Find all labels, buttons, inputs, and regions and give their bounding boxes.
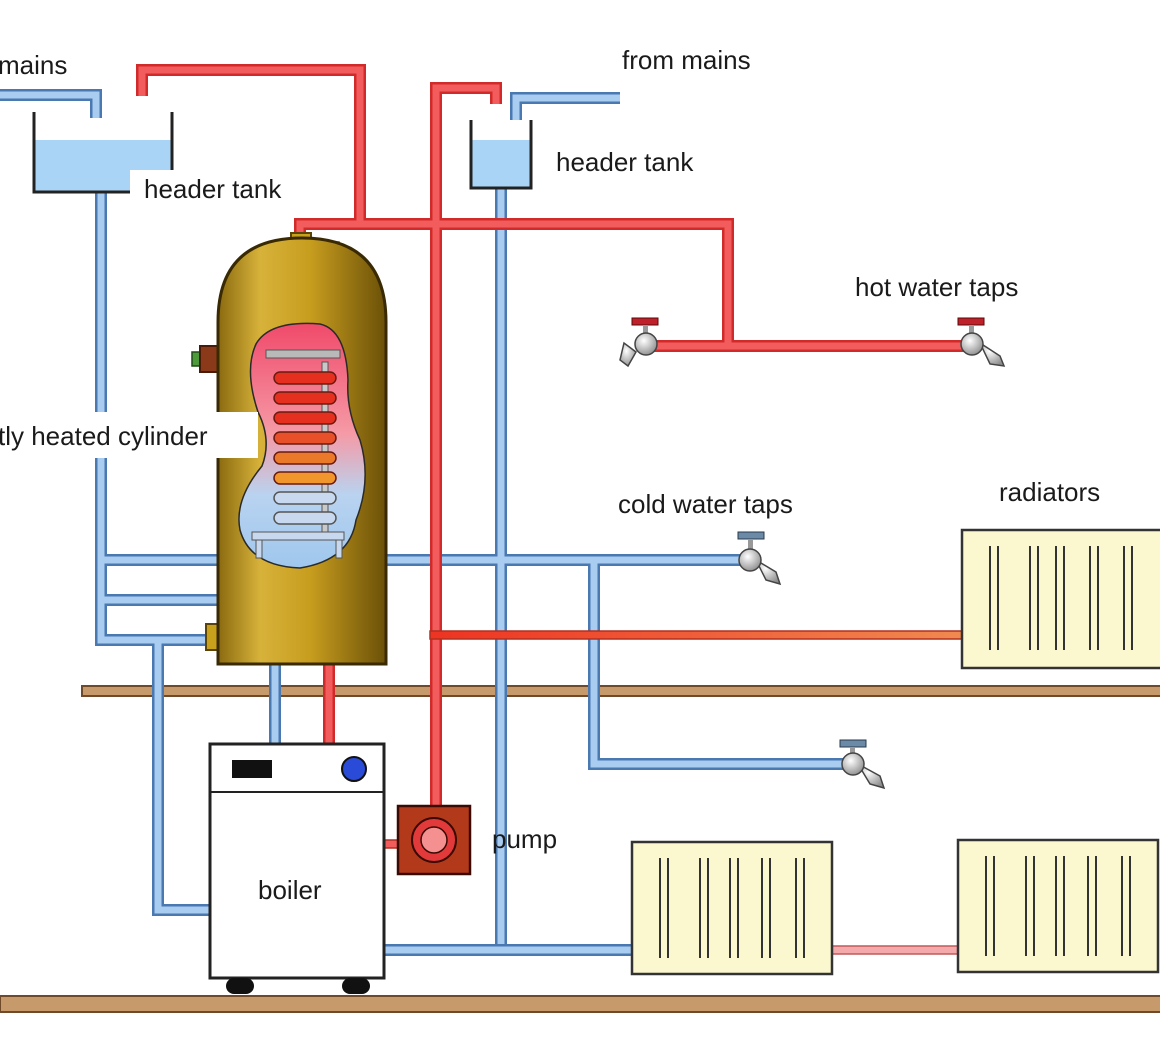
header-tank-right-label: header tank [556, 147, 694, 177]
boiler-icon [208, 742, 386, 994]
pump-icon [396, 804, 472, 876]
boiler-label: boiler [258, 875, 322, 905]
header-tank-label-bg [130, 170, 306, 210]
ground-floor [0, 995, 1160, 1013]
cold-water-taps-label: cold water taps [618, 489, 793, 519]
upper-floor [81, 685, 1160, 697]
radiator-link-pipe [829, 945, 961, 955]
cold-tap-2 [839, 739, 886, 790]
pump-label: pump [492, 824, 557, 854]
right-header-tank [469, 120, 533, 190]
radiator-feed-pipe [429, 630, 967, 640]
cylinder-icon [191, 232, 388, 666]
cylinder-label: tly heated cylinder [0, 421, 208, 451]
radiator-upstairs [960, 528, 1160, 670]
cylinder-label-bg [0, 412, 258, 458]
from-mains-label: from mains [622, 45, 751, 75]
hot-water-pipes [136, 64, 970, 808]
hot-water-taps-label: hot water taps [855, 272, 1018, 302]
radiators-label: radiators [999, 477, 1100, 507]
cold-tap-1 [737, 531, 782, 586]
radiator-downstairs-1 [630, 840, 834, 976]
heating-coil [273, 371, 337, 525]
radiator-downstairs-2 [956, 838, 1160, 974]
hot-tap-1 [619, 317, 659, 368]
mains-label: mains [0, 50, 67, 80]
header-tank-left-label: header tank [144, 174, 282, 204]
hot-tap-2 [957, 317, 1006, 367]
